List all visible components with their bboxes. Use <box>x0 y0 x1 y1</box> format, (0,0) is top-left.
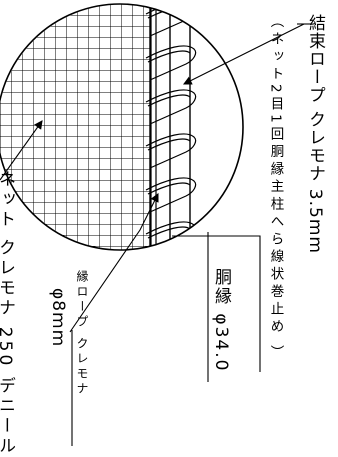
tie-rope-turn <box>145 177 197 213</box>
tie-rope-turn-inner <box>147 50 191 63</box>
tie-rope-turn-inner <box>147 182 191 195</box>
tie-rope-turn <box>145 133 197 169</box>
tie-rope-turn-inner <box>147 94 191 107</box>
magnified-detail <box>0 4 197 250</box>
tie-rope-spiral <box>145 4 197 250</box>
leader-net <box>0 120 43 181</box>
detail-svg <box>0 3 310 446</box>
edge-rope-label: 縁ロープ クレモナ <box>75 270 89 397</box>
frame-pipe-label: 胴縁 φ34.0 <box>211 268 231 373</box>
leader-frame-pipe <box>172 235 261 372</box>
tie-rope-turn <box>145 45 197 81</box>
detail-circle <box>0 3 244 251</box>
leader-lines <box>0 23 310 446</box>
tie-rope-turn <box>145 4 197 37</box>
leader-tie-rope <box>183 23 305 85</box>
tie-rope-turn-inner <box>147 226 191 239</box>
edge-rope-size: φ8mm <box>48 288 68 348</box>
tie-rope-turn-inner <box>147 138 191 151</box>
edge-rope <box>150 4 157 250</box>
net-label: ネット クレモナ 250 デニール <box>0 170 15 457</box>
net-detail-drawing: 結束ロープ クレモナ 3.5mm （ネット2目1回胴縁主柱へら線状巻止め ） 胴… <box>0 3 325 457</box>
net-mesh <box>0 4 150 250</box>
tie-rope-note: （ネット2目1回胴縁主柱へら線状巻止め ） <box>267 14 284 363</box>
leader-edge-rope <box>69 193 159 333</box>
tie-rope-turn <box>145 89 197 125</box>
tie-rope-label: 結束ロープ クレモナ 3.5mm <box>305 14 325 254</box>
frame-pipe <box>169 4 191 250</box>
